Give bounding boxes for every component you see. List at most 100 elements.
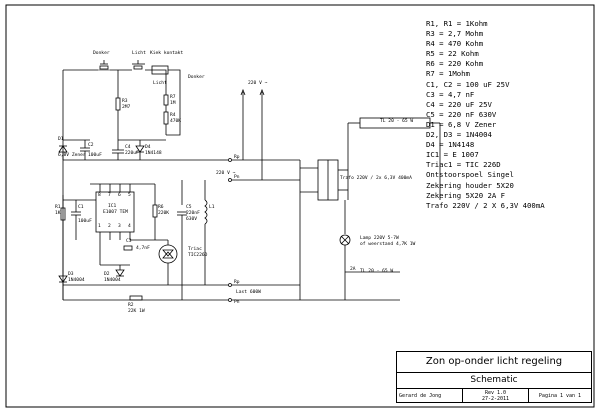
label-r3: R3: [122, 99, 128, 104]
label-d3-value: 1N4004: [68, 278, 85, 283]
d4-diode: [135, 145, 145, 153]
label-tl-load: TL 20 - 65 W: [360, 269, 394, 274]
parts-list-item: C5 = 220 nF 630V: [426, 109, 497, 119]
licht-switch: [132, 60, 145, 70]
d2-diode: [115, 269, 125, 277]
parts-list-item: D1 = 6,8 V Zener: [426, 119, 497, 129]
label-c5-voltage: 630V: [186, 217, 198, 222]
label-terminal-pn: Pn: [234, 175, 240, 180]
label-r6-value: 220K: [158, 211, 170, 216]
label-kiek-kontakt: Kiek kontakt: [150, 51, 184, 56]
label-licht-side: Licht: [153, 81, 167, 86]
label-d4-value: 1N4148: [145, 151, 162, 156]
parts-list-item: Ontstoorspoel Singel: [426, 170, 514, 180]
parts-list-item: R6 = 220 Kohm: [426, 59, 484, 69]
label-d3: D3: [68, 272, 74, 277]
triac: [158, 244, 178, 264]
drawing-date: 27-2-2011: [481, 396, 510, 402]
parts-list-item: C1, C2 = 100 uF 25V: [426, 79, 510, 89]
label-licht: Licht: [132, 51, 146, 56]
parts-list-item: D4 = 1N4148: [426, 140, 475, 150]
donker-switch: [98, 60, 110, 71]
label-pin5: 5: [128, 193, 131, 198]
r7-resistor: [163, 94, 169, 106]
label-triac: Triac: [188, 247, 202, 252]
label-r2-value: 22K 1W: [128, 309, 145, 314]
label-terminal-rp: Rp: [234, 155, 240, 160]
parts-list-item: IC1 = E 1007: [426, 150, 479, 160]
label-r4: R4: [170, 113, 176, 118]
label-c3-value: 4,7nF: [136, 246, 150, 251]
ic1-chip: [95, 191, 135, 233]
label-terminal-pn-bottom: Pn: [234, 300, 240, 305]
label-lamp-alt: of weerstand 4,7K 1W: [360, 242, 416, 247]
label-triac-value: TIC226D: [188, 253, 208, 258]
parts-list-item: C4 = 220 uF 25V: [426, 99, 492, 109]
d3-diode: [58, 275, 68, 283]
r3-resistor: [115, 97, 121, 111]
label-r7-value: 1M: [170, 101, 176, 106]
drawing-border: [5, 4, 595, 408]
label-pin6: 6: [118, 193, 121, 198]
parts-list-item: R7 = 1Mohm: [426, 69, 470, 79]
label-tl-tube: TL 20 - 65 W: [380, 119, 414, 124]
l1-coil: [204, 199, 208, 225]
r4-resistor: [163, 111, 169, 125]
label-c4: C4: [125, 145, 131, 150]
parts-list-item: Triac1 = TIC 226D: [426, 160, 501, 170]
parts-list-item: R5 = 22 Kohm: [426, 49, 479, 59]
parts-list-item: Zekering 5X20 2A F: [426, 190, 506, 200]
label-c4-value: 220uF: [125, 151, 139, 156]
label-pin4: 4: [128, 224, 131, 229]
label-c3: C3: [126, 239, 132, 244]
label-terminal-rp-bottom: Rp: [234, 280, 240, 285]
label-d1-value: 6,8V Zener: [58, 153, 86, 158]
label-pin3: 3: [118, 224, 121, 229]
label-pin8: 8: [98, 193, 101, 198]
label-pin7: 7: [108, 193, 111, 198]
drawing-page: Pagina 1 van 1: [538, 393, 582, 399]
label-ic1: IC1: [108, 204, 117, 209]
label-d2: D2: [104, 272, 110, 277]
label-mains-left: 220 V ~: [216, 171, 236, 176]
label-fuse: 2A: [350, 267, 356, 272]
label-c1: C1: [78, 205, 84, 210]
label-r4-value: 470K: [170, 119, 182, 124]
label-r1-value: 1K: [55, 211, 61, 216]
label-donker: Donker: [93, 51, 110, 56]
parts-list-item: Trafo 220V / 2 X 6,3V 400mA: [426, 200, 545, 210]
label-d4: D4: [145, 145, 151, 150]
parts-list-item: Zekering houder 5X20: [426, 180, 514, 190]
label-mains-top: 220 V ~: [248, 81, 268, 86]
label-d2-value: 1N4004: [104, 278, 121, 283]
r2-resistor: [129, 295, 143, 301]
label-l1: L1: [209, 205, 215, 210]
label-pin1: 1: [98, 224, 101, 229]
label-r1: R1: [55, 205, 61, 210]
drawing-subtitle: Schematic: [397, 373, 591, 389]
label-c2: C2: [88, 143, 94, 148]
c3-cap: [123, 245, 133, 251]
label-c5-value: 220nF: [186, 211, 200, 216]
parts-list-item: R3 = 2,7 Mohm: [426, 29, 484, 39]
label-r2: R2: [128, 303, 134, 308]
terminal-rp-bottom: [228, 283, 232, 287]
label-d1: D1: [58, 137, 64, 142]
label-trafo: Trafo 220V / 2x 6,3V 400mA: [340, 176, 412, 181]
terminal-pn-bottom: [228, 298, 232, 302]
parts-list-item: C3 = 4,7 nF: [426, 89, 475, 99]
parts-list-item: R1, R1 = 1Kohm: [426, 19, 488, 28]
r6-resistor: [152, 204, 158, 218]
drawing-revision: Rev 1.0: [484, 390, 507, 396]
drawing-revision-cell: Rev 1.0 27-2-2011: [463, 389, 529, 403]
parts-list-item: R4 = 470 Kohm: [426, 39, 484, 49]
label-lamp: Lamp 220V 5-7W: [360, 236, 399, 241]
title-block: Zon op-onder licht regeling Schematic Ge…: [396, 351, 592, 403]
drawing-author: Gerard de Jong: [397, 389, 463, 403]
label-r6: R6: [158, 205, 164, 210]
drawing-title: Zon op-onder licht regeling: [397, 352, 591, 373]
label-c1-value: 100uF: [78, 219, 92, 224]
label-ic1-value: E1007 TEM: [103, 210, 128, 215]
terminal-rp: [228, 158, 232, 162]
